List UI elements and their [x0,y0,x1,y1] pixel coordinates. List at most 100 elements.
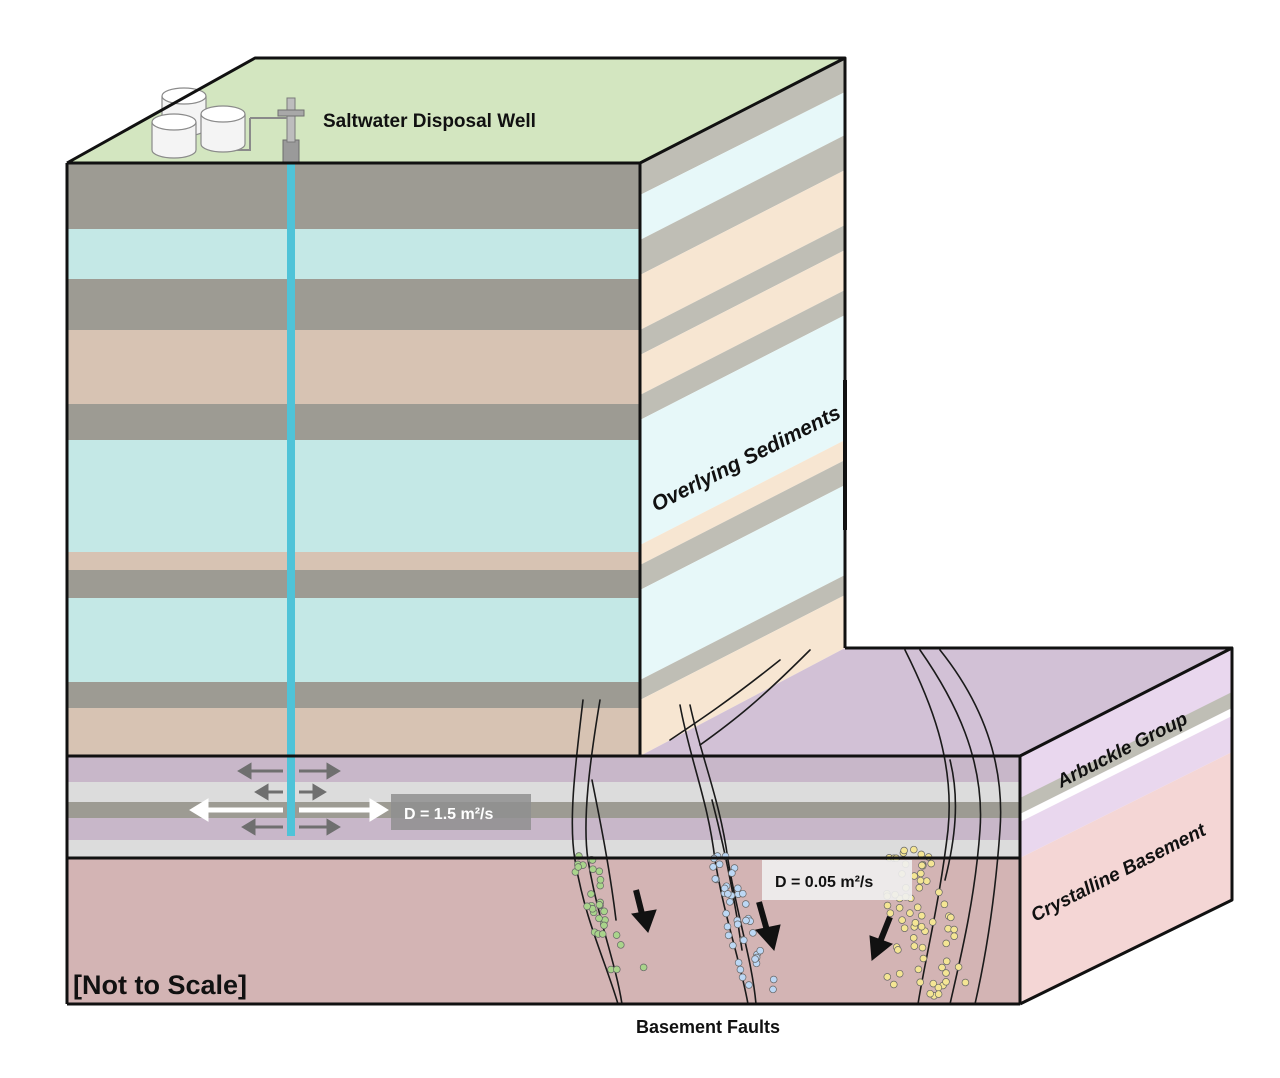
seismicity-dot [749,929,757,937]
seismicity-dot [916,978,924,987]
basement-side [1020,752,1232,1004]
seismicity-dot [894,946,902,954]
seismicity-dot [729,941,737,950]
seismicity-dot [883,973,892,981]
well-label: Saltwater Disposal Well [323,111,536,132]
arrow-icon [237,762,341,836]
seismicity-dot [733,920,742,929]
seismicity-dot [709,863,717,871]
sediment-side-layer [640,440,845,565]
seismicity-dot [745,981,753,989]
arbuckle-top-surface [640,648,1232,756]
seismicity-dot [595,901,604,909]
seismicity-dot [900,924,909,932]
seismicity-dot [917,869,925,878]
seismicity-dot [769,975,778,984]
seismicity-dot [919,954,928,963]
wellhead [282,139,300,163]
seismicity-dot [612,931,621,939]
tank-icon [200,105,246,153]
sediment-layer [67,404,640,440]
seismicity-dot [938,963,946,972]
sediment-layer [67,279,640,330]
seismicity-dot [917,922,926,931]
seismicity-dot [929,979,938,988]
seismicity-dot [900,846,908,855]
sediment-side-layer [640,135,845,275]
seismicity-dot [911,919,920,927]
sediment-layer [67,552,640,570]
seismicity-dot [915,884,924,892]
seismicity-dot [600,907,608,916]
seismicity-dot [918,861,926,870]
sediment-layer [67,682,640,708]
seismicity-dot [742,900,750,908]
sediment-side-layer [640,315,845,545]
sediment-layer [67,229,640,279]
injection-arrows [189,762,389,836]
seismicity-dot [934,990,943,998]
seismicity-dot [738,973,747,982]
seismicity-dot [734,958,743,967]
sediment-side-layer [640,595,845,756]
seismicity-dot [927,859,935,868]
sediment-layer [67,598,640,682]
arrow-icon [189,798,389,822]
seismicity-dot [728,869,736,877]
seismicity-dot [940,900,949,909]
arbuckle-side-band [1020,692,1232,814]
sediment-side-layer [640,460,845,590]
seismicity-dot [906,909,914,917]
seismicity-dot [595,867,604,876]
sediment-side-layer [640,92,845,240]
seismicity-dot [883,901,892,910]
fault-diffusivity-box [762,860,912,900]
seismicity-dot [723,922,732,931]
seismicity-dot [639,963,648,972]
not-to-scale-label: [Not to Scale] [73,970,247,1000]
sediment-side-layer [640,250,845,395]
seismicity-dots [571,845,970,1000]
seismicity-dot [715,860,724,869]
seismicity-dot [722,909,730,918]
sediment-layer [67,330,640,404]
sediment-layer [67,440,640,552]
ground-surface [67,58,845,163]
front-layers [67,163,640,756]
disposal-well [232,97,305,836]
seismicity-dot [910,845,918,854]
seismicity-dot [895,904,904,912]
seismicity-dot [751,955,759,963]
sediment-layer [67,708,640,756]
seismicity-dot [724,931,733,940]
seismicity-dot [769,985,777,994]
arrow-icon [631,889,657,933]
sediment-side-layer [640,170,845,330]
seismicity-dot [950,925,958,934]
seismicity-dot [711,875,720,883]
seismicity-dot [596,876,605,884]
arbuckle-side-band [1020,708,1232,822]
seismicity-dot [742,916,750,925]
seismicity-dot [917,911,926,920]
seismicity-dot [739,889,747,898]
side-layers [640,58,845,756]
seismicity-dot [913,903,922,912]
seismicity-dot [942,939,950,948]
seismicity-dot [583,902,591,911]
seismicity-dot [961,978,970,987]
arbuckle-layer [67,802,1020,818]
arbuckle-layer [67,782,1020,802]
basement-faults-label: Basement Faults [636,1017,780,1037]
fault-diffusivity-label: D = 0.05 m²/s [775,874,873,891]
seismicity-dot [926,989,934,998]
seismicity-dot [950,932,958,940]
seismicity-dot [724,890,732,898]
seismicity-dot [589,865,597,873]
seismicity-dot [600,921,608,930]
arrow-icon [869,915,894,961]
seismicity-dot [587,890,595,898]
sediment-side-layer [640,290,845,420]
seismicity-dot [923,877,931,885]
